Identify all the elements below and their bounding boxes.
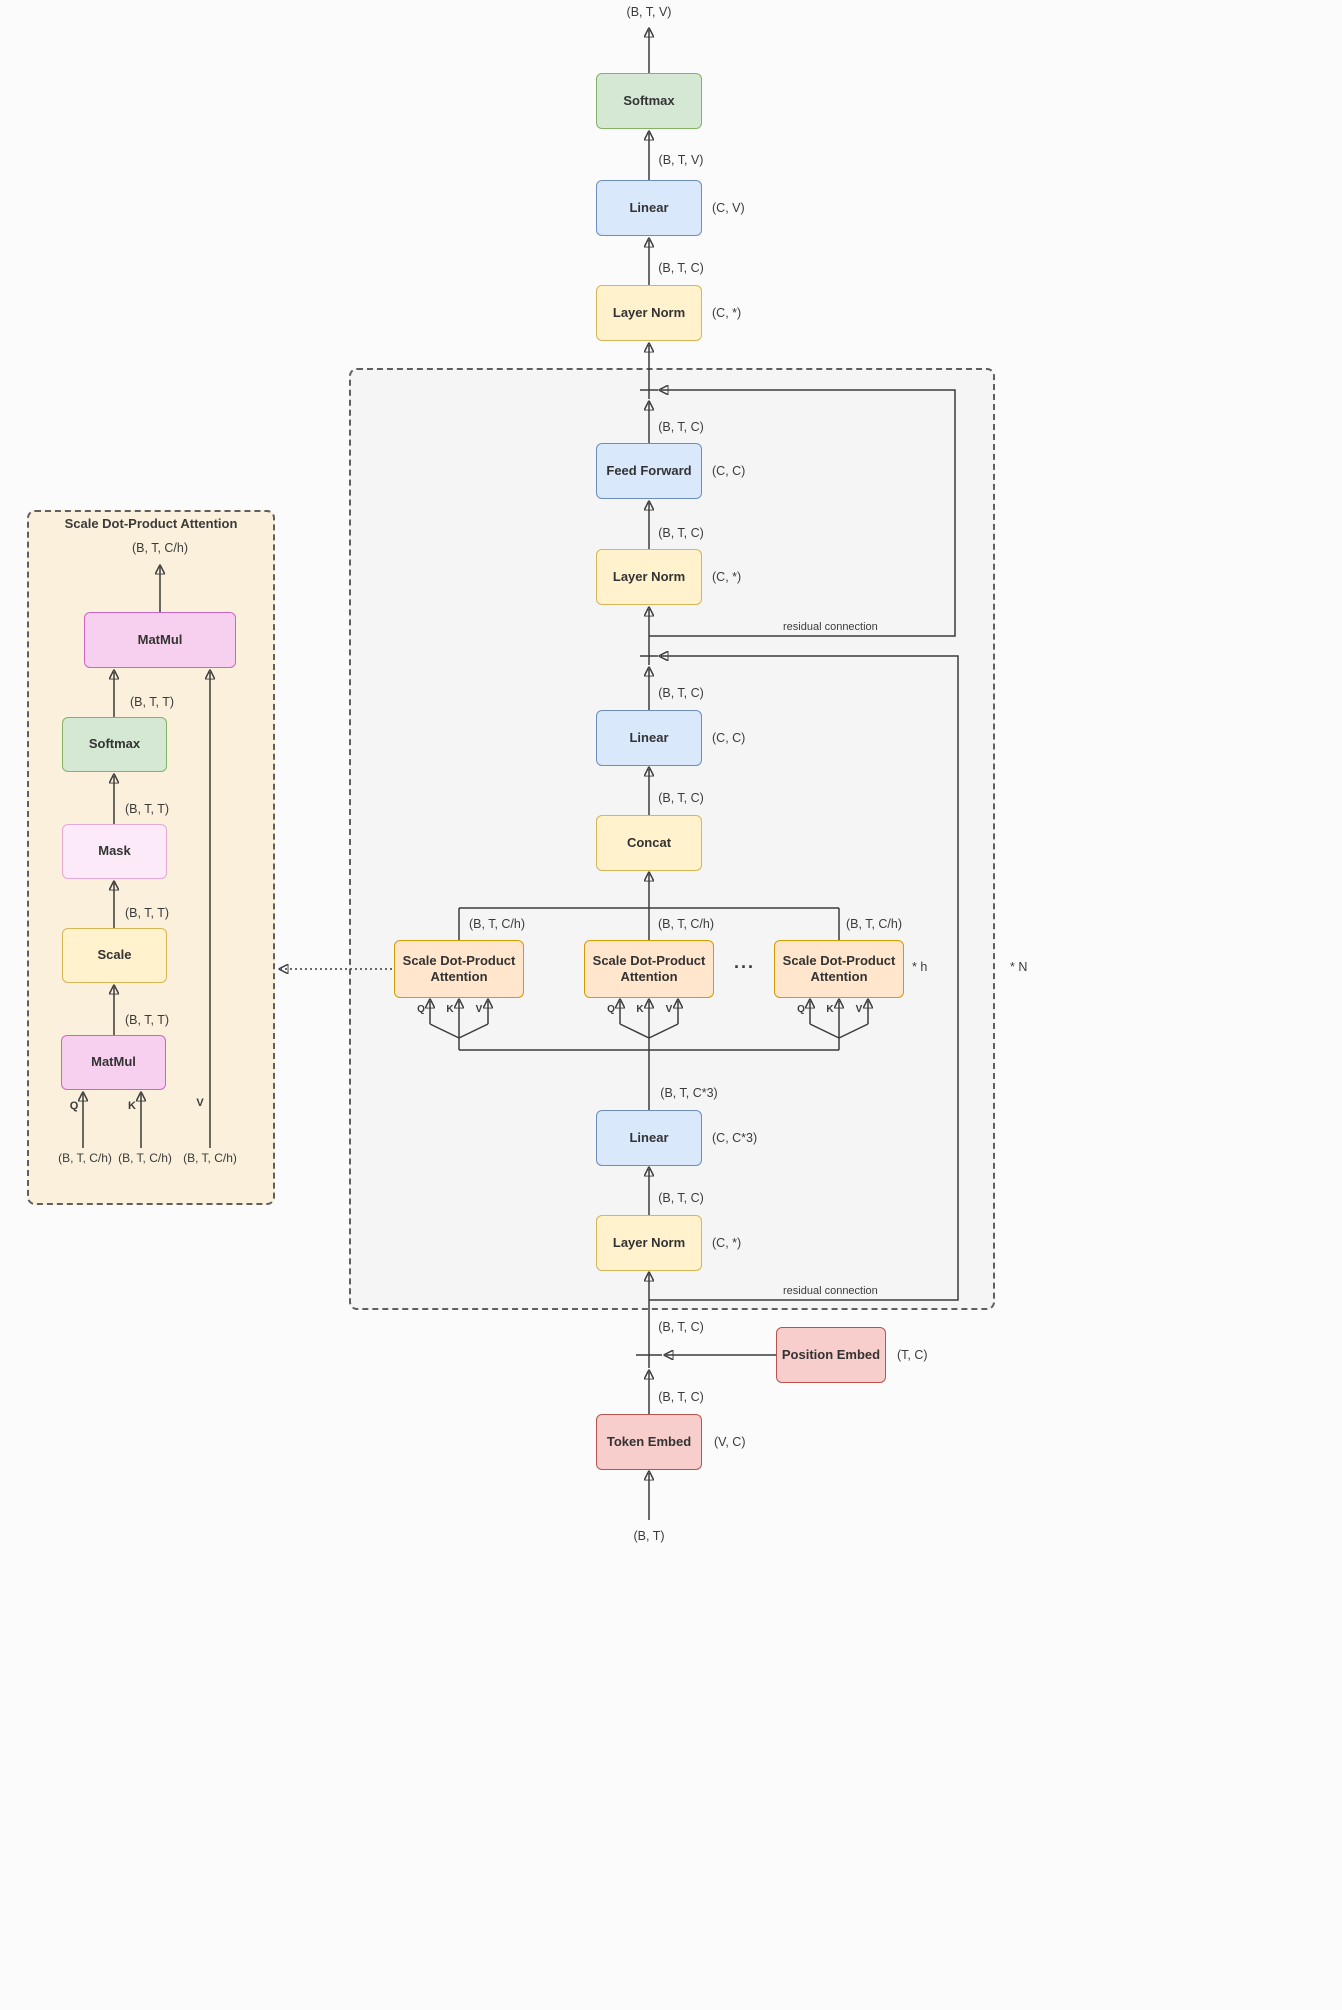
position-embed-node: Position Embed: [776, 1327, 886, 1383]
v-label-head1: V: [475, 1004, 483, 1015]
v-label-head2: V: [665, 1004, 673, 1015]
ellipsis-heads: ...: [734, 952, 756, 972]
attention-head-2-node: Scale Dot-Product Attention: [584, 940, 714, 998]
detail-q-label: Q: [69, 1100, 79, 1112]
param-label-cc: (C, C): [712, 464, 746, 478]
layer-norm-final-node: Layer Norm: [596, 285, 702, 341]
detail-shape-btt: (B, T, T): [125, 1013, 169, 1027]
k-label-head2: K: [636, 1004, 644, 1015]
matmul-bottom-node: MatMul: [61, 1035, 166, 1090]
matmul-top-node: MatMul: [84, 612, 236, 668]
mask-node: Mask: [62, 824, 167, 879]
layer-norm-2-node: Layer Norm: [596, 549, 702, 605]
shape-label-btc: (B, T, C): [658, 1320, 704, 1334]
linear-head-node: Linear: [596, 180, 702, 236]
times-n-label: * N: [1010, 960, 1028, 974]
softmax-attn-node: Softmax: [62, 717, 167, 772]
detail-shape-btch-v: (B, T, C/h): [183, 1151, 237, 1165]
shape-label-btc: (B, T, C): [658, 1390, 704, 1404]
detail-shape-btch-k: (B, T, C/h): [118, 1151, 172, 1165]
k-label-head3: K: [826, 1004, 834, 1015]
linear-proj-node: Linear: [596, 710, 702, 766]
detail-title: Scale Dot-Product Attention: [64, 516, 238, 531]
detail-v-label: V: [196, 1097, 204, 1109]
param-label-c-star: (C, *): [712, 1236, 742, 1250]
shape-label-btc: (B, T, C): [658, 1191, 704, 1205]
residual-connection-label-2: residual connection: [783, 1285, 878, 1297]
q-label-head1: Q: [417, 1004, 425, 1015]
k-label-head1: K: [446, 1004, 454, 1015]
q-label-head2: Q: [607, 1004, 615, 1015]
detail-k-label: K: [128, 1100, 136, 1112]
times-h-label: * h: [912, 960, 928, 974]
v-label-head3: V: [855, 1004, 863, 1015]
shape-label-btc3: (B, T, C*3): [660, 1086, 718, 1100]
scale-node: Scale: [62, 928, 167, 983]
shape-label-btch-head2: (B, T, C/h): [657, 917, 715, 931]
add-junction-embed: [636, 1342, 662, 1368]
param-label-c-star: (C, *): [712, 570, 742, 584]
softmax-output-node: Softmax: [596, 73, 702, 129]
param-label-tc: (T, C): [897, 1348, 928, 1362]
shape-label-input-bt: (B, T): [633, 1529, 665, 1543]
shape-label-btc: (B, T, C): [658, 686, 704, 700]
param-label-cc3: (C, C*3): [712, 1131, 758, 1145]
detail-shape-btch-out: (B, T, C/h): [131, 541, 189, 555]
param-label-cc: (C, C): [712, 731, 746, 745]
shape-label-btv: (B, T, V): [658, 153, 704, 167]
concat-node: Concat: [596, 815, 702, 871]
shape-label-btc: (B, T, C): [658, 791, 704, 805]
attention-head-1-node: Scale Dot-Product Attention: [394, 940, 524, 998]
shape-label-btc: (B, T, C): [658, 526, 704, 540]
param-label-c-star: (C, *): [712, 306, 742, 320]
param-label-vc: (V, C): [714, 1435, 746, 1449]
detail-shape-btt: (B, T, T): [130, 695, 174, 709]
shape-label-btc: (B, T, C): [658, 261, 704, 275]
residual-connection-label-1: residual connection: [783, 621, 878, 633]
token-embed-node: Token Embed: [596, 1414, 702, 1470]
q-label-head3: Q: [797, 1004, 805, 1015]
shape-label-btc: (B, T, C): [658, 420, 704, 434]
shape-label-output: (B, T, V): [626, 5, 672, 19]
attention-head-3-node: Scale Dot-Product Attention: [774, 940, 904, 998]
layer-norm-1-node: Layer Norm: [596, 1215, 702, 1271]
detail-shape-btt: (B, T, T): [125, 802, 169, 816]
shape-label-btch-head3: (B, T, C/h): [845, 917, 903, 931]
detail-shape-btt: (B, T, T): [125, 906, 169, 920]
feed-forward-node: Feed Forward: [596, 443, 702, 499]
detail-shape-btch-q: (B, T, C/h): [58, 1151, 112, 1165]
param-label-cv: (C, V): [712, 201, 745, 215]
linear-qkv-node: Linear: [596, 1110, 702, 1166]
shape-label-btch-head1: (B, T, C/h): [468, 917, 526, 931]
